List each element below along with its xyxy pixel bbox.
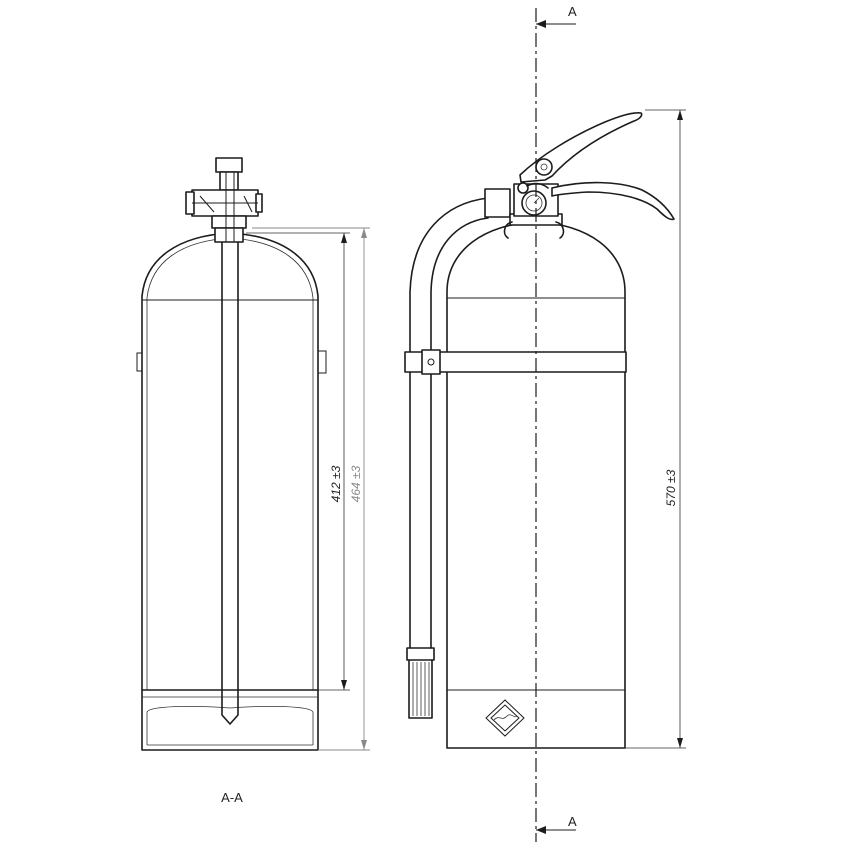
left-side-tab bbox=[136, 352, 143, 372]
valve-head-section bbox=[185, 157, 263, 243]
dimension-570: 570 ±3 bbox=[625, 109, 686, 749]
cylinder-body-section bbox=[141, 232, 319, 691]
dimension-464-label: 464 ±3 bbox=[349, 465, 363, 502]
dimension-412-label: 412 ±3 bbox=[329, 465, 343, 502]
section-line-a: A A bbox=[535, 4, 577, 842]
section-marker-top: A bbox=[568, 4, 577, 19]
safety-symbol-icon bbox=[485, 699, 525, 737]
siphon-tube bbox=[221, 235, 239, 725]
section-marker-bottom: A bbox=[568, 814, 577, 829]
lower-handle bbox=[551, 181, 675, 221]
right-side-tab bbox=[317, 350, 327, 374]
base-inner-profile bbox=[146, 705, 314, 745]
hose bbox=[409, 197, 489, 649]
section-view-a-a: 412 ±3 464 ±3 A-A bbox=[136, 157, 370, 805]
base-foot bbox=[141, 689, 319, 751]
hose-band-clamp bbox=[404, 351, 627, 373]
section-label: A-A bbox=[221, 790, 243, 805]
dimension-412: 412 ±3 bbox=[246, 232, 350, 691]
dimension-464: 464 ±3 bbox=[252, 227, 370, 751]
nozzle bbox=[408, 659, 433, 719]
side-view bbox=[404, 112, 675, 749]
cylinder-inner-wall bbox=[146, 237, 314, 690]
dimension-570-label: 570 ±3 bbox=[664, 469, 678, 506]
nozzle-sleeve bbox=[406, 647, 435, 661]
safety-pin bbox=[517, 182, 529, 194]
